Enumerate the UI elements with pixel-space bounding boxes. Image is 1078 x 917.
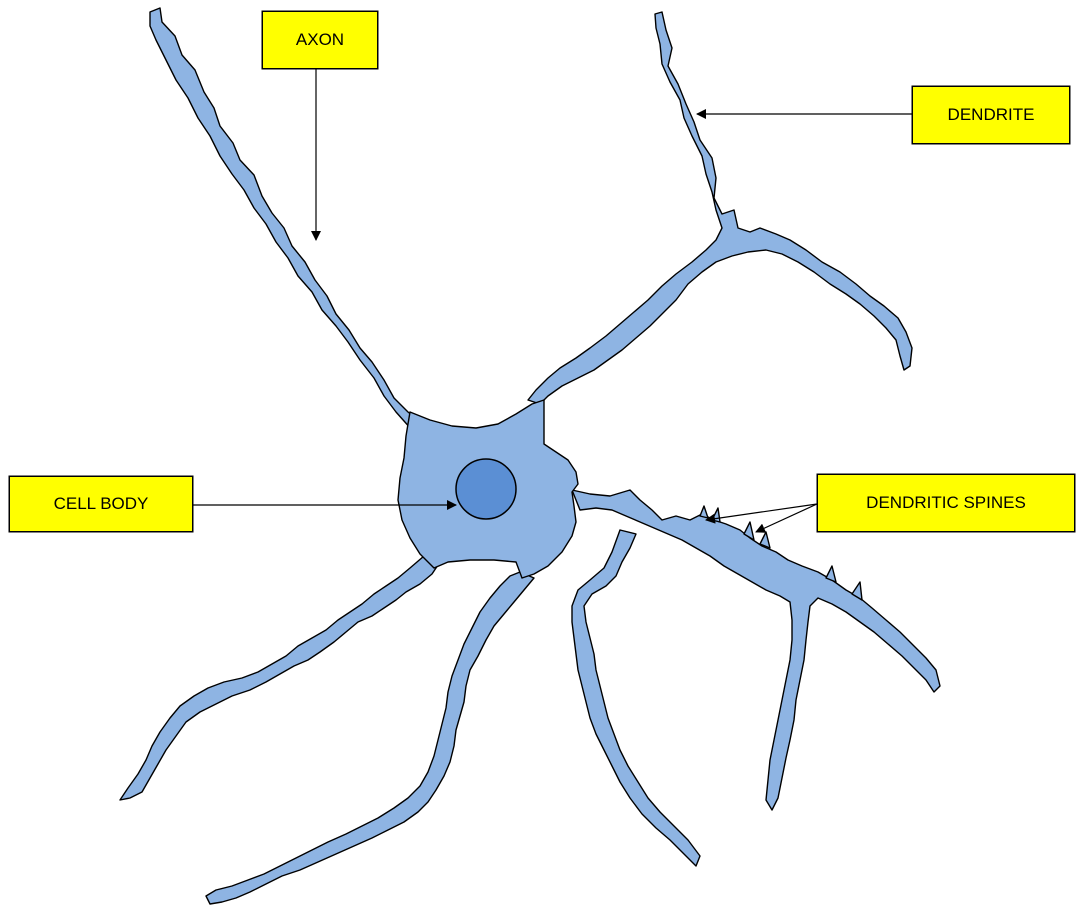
axon-process: [150, 8, 420, 430]
center-dendrite: [572, 530, 700, 866]
lower-left-dendrite: [120, 556, 440, 800]
spine-2: [712, 508, 720, 522]
spine-1: [700, 506, 708, 518]
dendritic-spines-label: DENDRITIC SPINES: [817, 474, 1075, 532]
lower-middle-dendrite: [206, 572, 534, 904]
nucleus: [456, 459, 516, 519]
cell-body-label: CELL BODY: [9, 476, 193, 532]
dendrite-label: DENDRITE: [912, 86, 1070, 144]
axon-label: AXON: [262, 11, 378, 69]
upper-dendrite: [528, 12, 912, 404]
